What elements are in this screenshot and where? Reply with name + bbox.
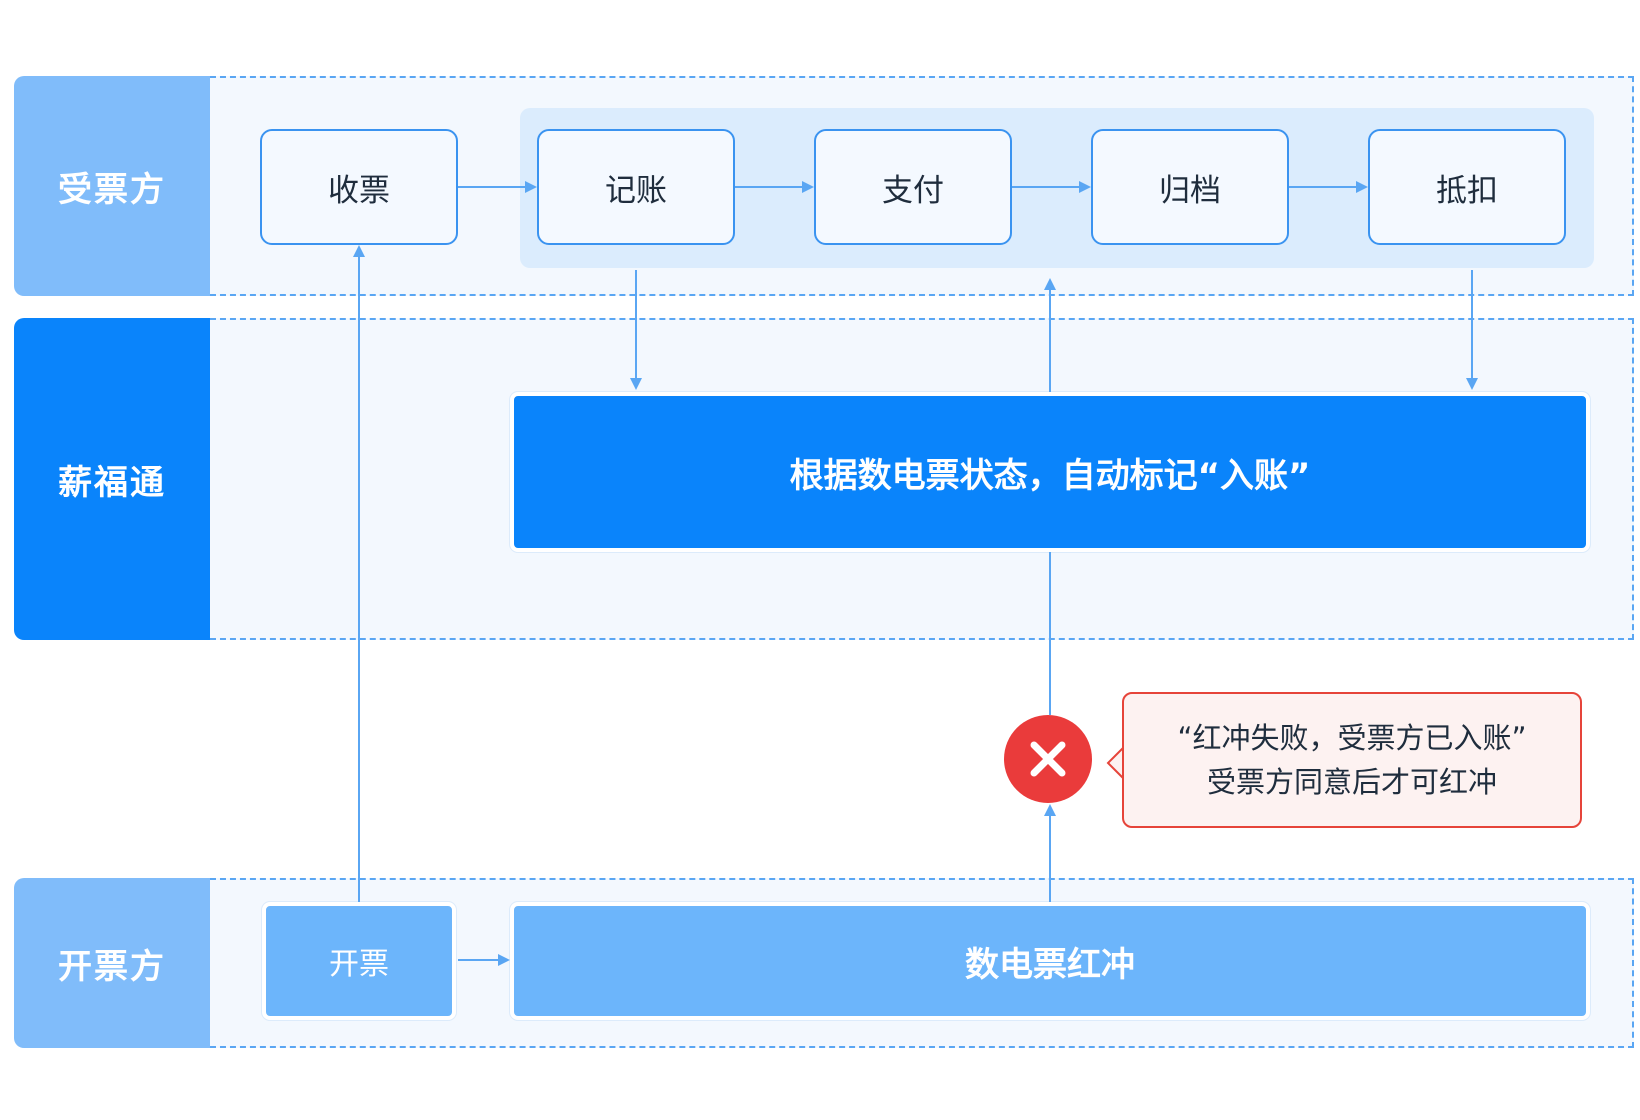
callout-pointer — [1106, 747, 1124, 779]
auto-mark-bar: 根据数电票状态，自动标记“入账” — [510, 392, 1590, 552]
red-flush-bar: 数电票红冲 — [510, 902, 1590, 1020]
step-payment: 支付 — [814, 129, 1012, 245]
error-message-line2: 受票方同意后才可红冲 — [1206, 765, 1497, 799]
lane-label-receiver: 受票方 — [14, 76, 210, 296]
error-callout: “红冲失败，受票方已入账” 受票方同意后才可红冲 — [1122, 692, 1582, 828]
issue-invoice-box: 开票 — [262, 902, 456, 1020]
close-icon — [1030, 741, 1066, 777]
lane-label-platform: 薪福通 — [14, 318, 210, 640]
error-badge — [1004, 715, 1092, 803]
step-deduction: 抵扣 — [1368, 129, 1566, 245]
step-bookkeeping: 记账 — [537, 129, 735, 245]
step-archive: 归档 — [1091, 129, 1289, 245]
lane-label-issuer: 开票方 — [14, 878, 210, 1048]
error-message-line1: “红冲失败，受票方已入账” — [1177, 721, 1527, 755]
step-receive-invoice: 收票 — [260, 129, 458, 245]
